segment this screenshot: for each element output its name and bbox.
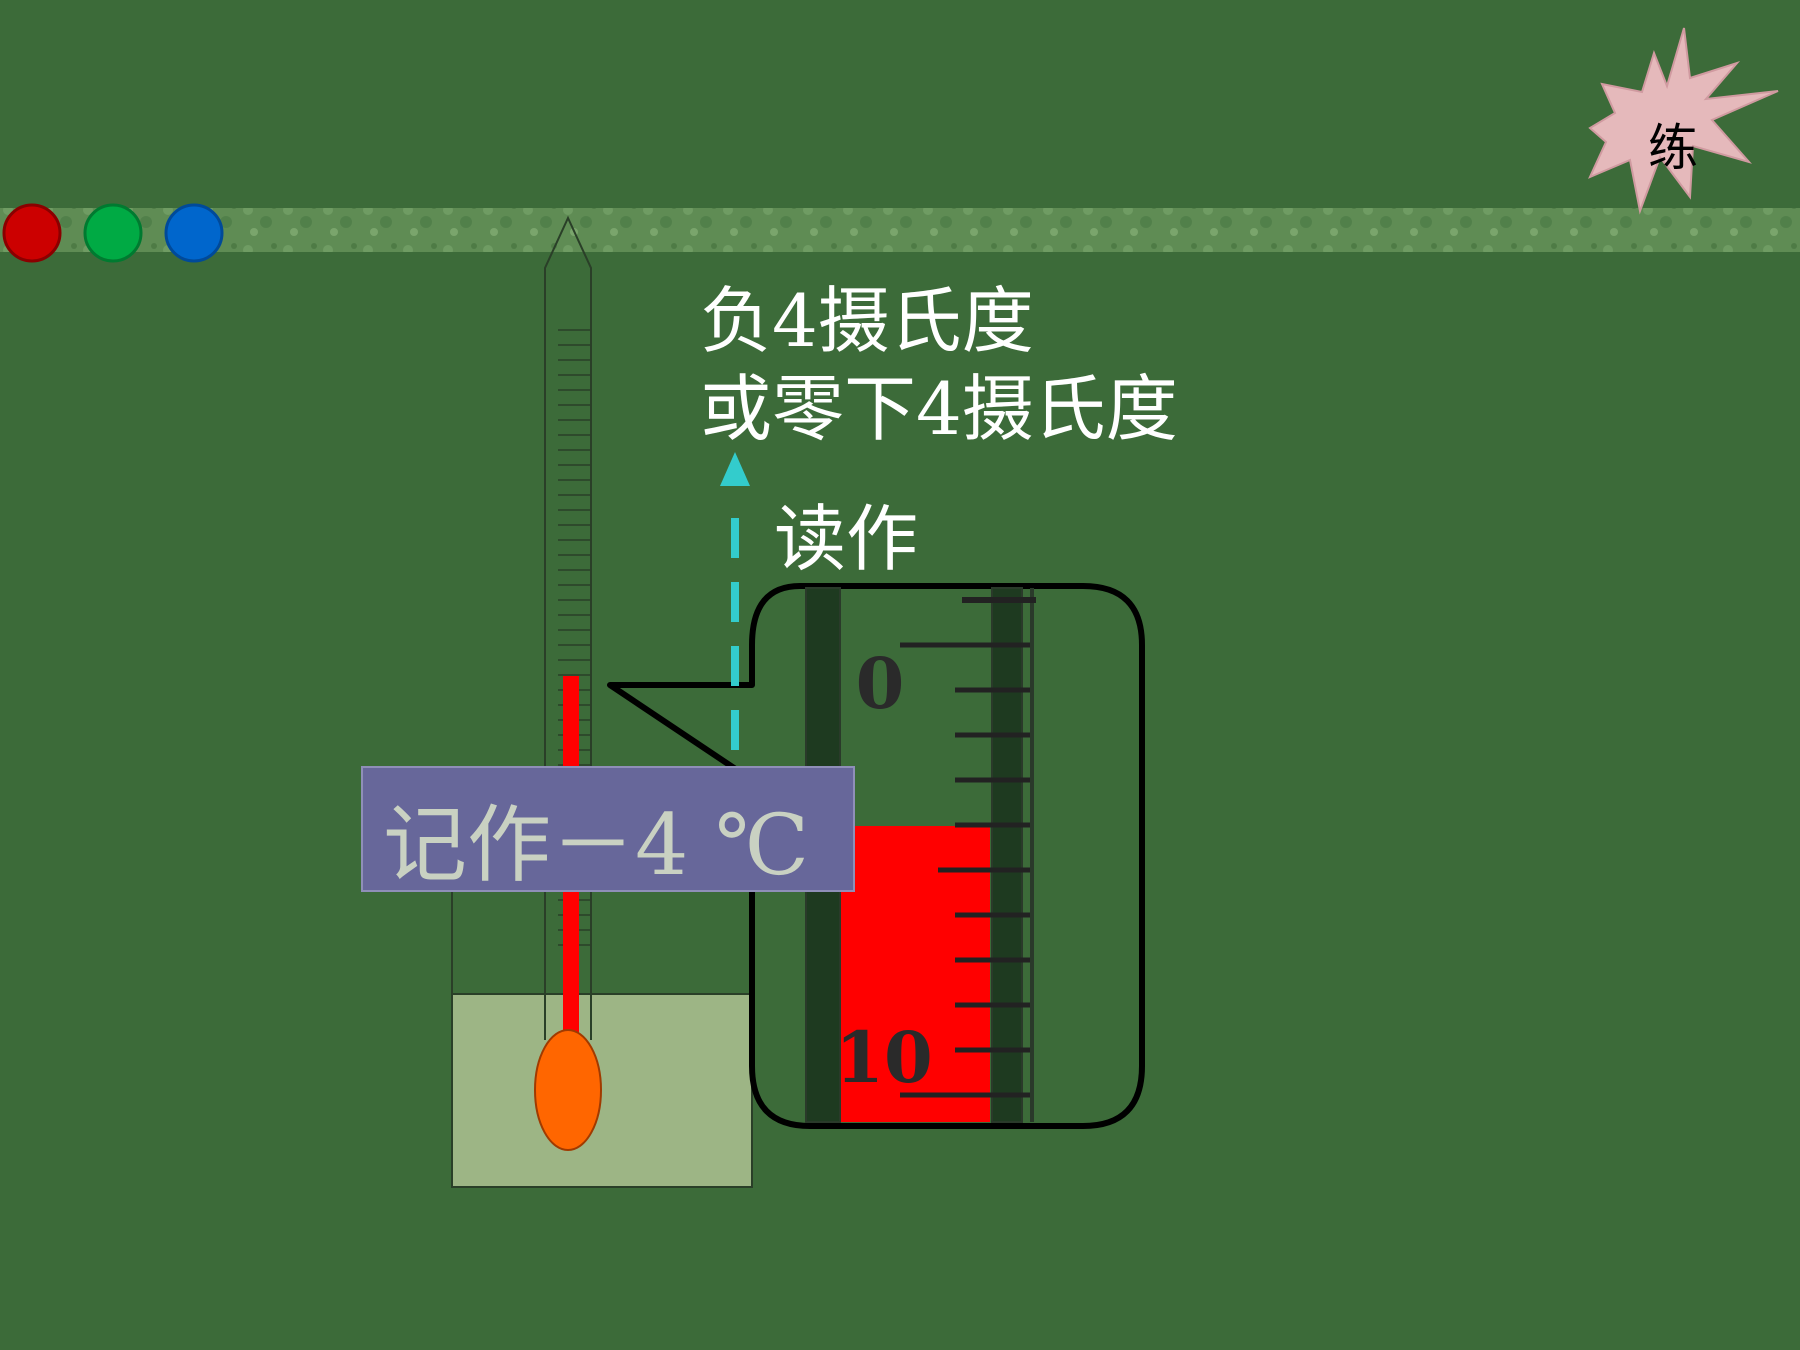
practice-badge[interactable] [1588,27,1779,215]
record-box: 记作－4 ℃ [361,766,855,894]
header-band [0,208,1800,252]
nav-dot-red[interactable] [2,203,62,263]
nav-dot-blue[interactable] [164,203,224,263]
scale-zero-label: 0 [856,642,905,725]
magnified-mercury [840,826,990,1122]
magnified-scale-ticks [900,597,1036,1098]
thermometer-bulb [534,1029,602,1151]
practice-badge-label[interactable]: 练 [1648,119,1698,177]
nav-dot-green[interactable] [83,203,143,263]
scale-ten-label: 10 [835,1016,932,1099]
reading-text-line2: 或零下4摄氏度 [700,367,1178,451]
record-label: 记作－4 ℃ [383,796,810,894]
read-as-arrowhead [720,452,750,486]
water [451,993,753,1188]
read-as-label: 读作 [774,497,919,581]
reading-text-line1: 负4摄氏度 [700,279,1034,363]
magnified-tube-right-wall [991,587,1023,1123]
magnified-callout [607,583,1145,1129]
